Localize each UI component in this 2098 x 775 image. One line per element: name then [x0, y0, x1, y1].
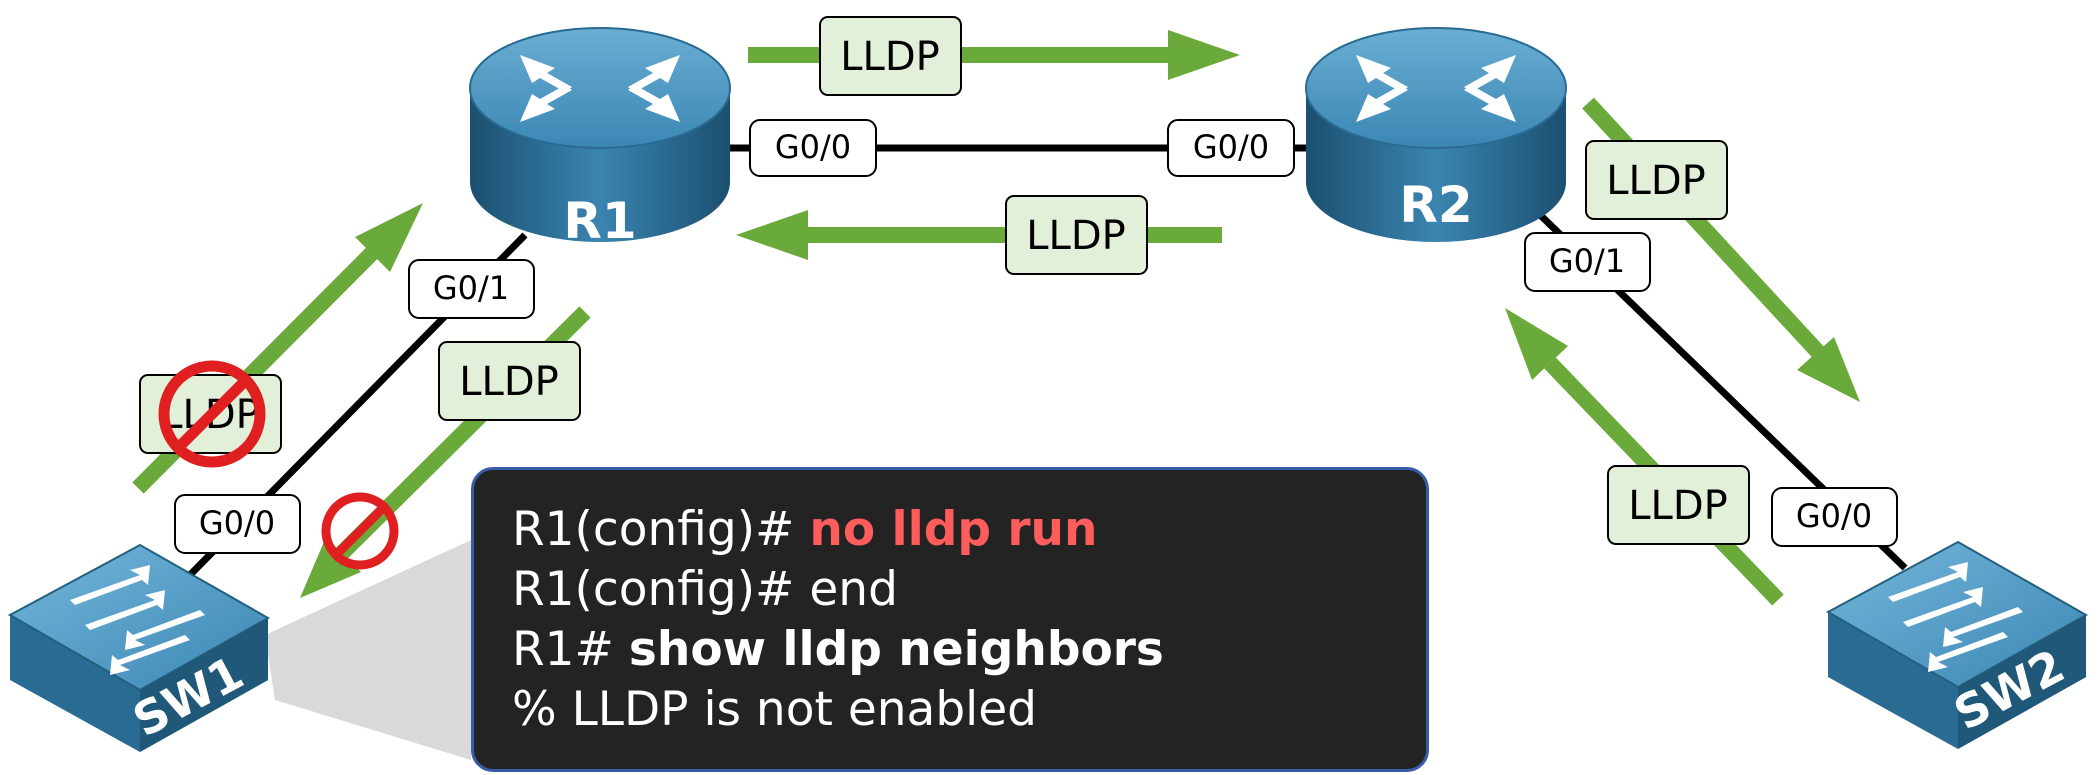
cli-command-no-lldp-run: no lldp run [809, 502, 1098, 557]
lldp-text: LLDP [1026, 213, 1126, 259]
cli-terminal: R1(config)# no lldp run R1(config)# end … [471, 467, 1429, 772]
lldp-label-r1-to-r2: LLDP [819, 16, 962, 96]
lldp-text: LLDP [1606, 158, 1706, 204]
cli-line-2: R1(config)# end [512, 560, 1426, 620]
router-arrows-icon [520, 55, 680, 122]
interface-text: G0/1 [433, 269, 509, 307]
lldp-label-sw2-to-r2: LLDP [1607, 465, 1750, 545]
interface-label-sw1-g00: G0/0 [174, 494, 301, 554]
interface-label-r1-g00: G0/0 [749, 119, 877, 177]
lldp-text: LLDP [840, 34, 940, 80]
callout-wedge [265, 540, 471, 760]
switch-sw2[interactable]: SW2 [1825, 540, 2089, 749]
interface-text: G0/0 [1193, 128, 1269, 166]
arrow-sw2-to-r2 [1505, 308, 1784, 606]
lldp-text: LLDP [1628, 483, 1728, 529]
lldp-label-r1-to-sw1: LLDP [438, 341, 581, 421]
interface-text: G0/0 [775, 128, 851, 166]
interface-text: G0/1 [1549, 242, 1625, 280]
lldp-label-r2-to-r1: LLDP [1005, 195, 1148, 275]
cli-prompt: R1(config)# [512, 562, 810, 617]
interface-text: G0/0 [199, 504, 275, 542]
interface-label-r2-g01: G0/1 [1524, 232, 1651, 292]
cli-output-line: % LLDP is not enabled [512, 682, 1037, 737]
lldp-text: LLDP [459, 359, 559, 405]
interface-label-sw2-g00: G0/0 [1771, 487, 1898, 547]
router-r1[interactable]: R1 [469, 27, 731, 250]
switch-arrows-icon [1888, 562, 2023, 672]
router-r2-label: R2 [1399, 176, 1472, 234]
blocked-icon [158, 360, 266, 468]
blocked-icon [321, 492, 399, 570]
interface-label-r1-g01: G0/1 [408, 259, 535, 319]
arrow-r2-to-r1 [736, 210, 1222, 260]
interface-label-r2-g00: G0/0 [1167, 119, 1295, 177]
cli-prompt: R1# [512, 622, 629, 677]
cli-command-show-lldp-neighbors: show lldp neighbors [628, 622, 1164, 677]
switch-sw1[interactable]: SW1 [7, 543, 271, 752]
lldp-label-sw1-to-r1-blocked: LLDP [139, 374, 282, 454]
interface-text: G0/0 [1796, 497, 1872, 535]
cli-prompt: R1(config)# [512, 502, 810, 557]
cli-line-1: R1(config)# no lldp run [512, 500, 1426, 560]
lldp-label-r2-to-sw2: LLDP [1585, 140, 1728, 220]
switch-arrows-icon [70, 565, 205, 675]
cli-line-3: R1# show lldp neighbors [512, 620, 1426, 680]
router-r1-label: R1 [563, 192, 636, 250]
cli-command-end: end [809, 562, 898, 617]
router-arrows-icon [1356, 55, 1516, 122]
router-r2[interactable]: R2 [1305, 27, 1567, 242]
